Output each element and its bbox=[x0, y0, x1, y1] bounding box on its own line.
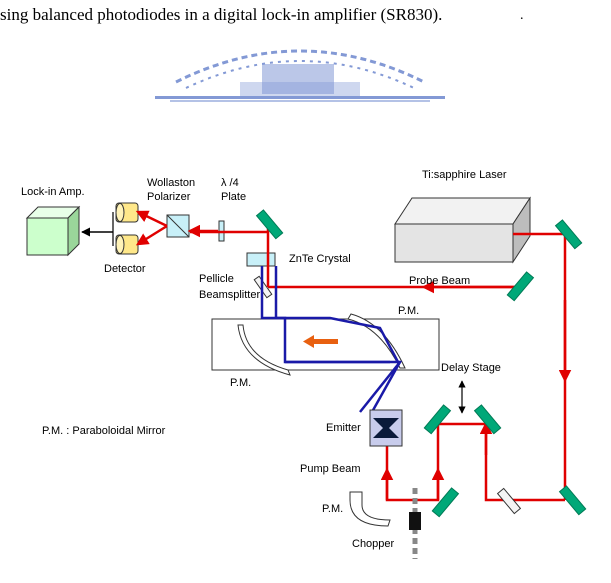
pm-top-label: P.M. bbox=[398, 305, 419, 317]
balanced-detectors bbox=[112, 202, 139, 255]
pm-legend: P.M. : Paraboloidal Mirror bbox=[42, 425, 166, 437]
laser-label: Ti:sapphire Laser bbox=[422, 169, 507, 181]
caption-text: sing balanced photodiodes in a digital l… bbox=[0, 5, 443, 24]
emitter-label: Emitter bbox=[326, 422, 361, 434]
pellicle-label-line1: Pellicle bbox=[199, 273, 234, 285]
znte-crystal bbox=[246, 252, 276, 267]
paraboloidal-mirror-left bbox=[237, 324, 291, 376]
delay-stage-label: Delay Stage bbox=[441, 362, 501, 374]
thz-beam-path bbox=[260, 266, 403, 413]
emitter bbox=[369, 409, 403, 447]
pump-beam-label: Pump Beam bbox=[300, 463, 361, 475]
wollaston-label-line2: Polarizer bbox=[147, 191, 191, 203]
lambda-label-line2: Plate bbox=[221, 191, 246, 203]
wollaston-polarizer bbox=[166, 214, 190, 238]
wollaston-label-line1: Wollaston bbox=[147, 177, 195, 189]
ti-sapphire-laser bbox=[394, 196, 531, 264]
detector-label: Detector bbox=[104, 263, 146, 275]
pm-left-label: P.M. bbox=[230, 377, 251, 389]
caption-trailing-mark: . bbox=[520, 8, 524, 23]
watermark-logo bbox=[155, 49, 445, 102]
lockin-label: Lock-in Amp. bbox=[21, 186, 85, 198]
pump-beam-path bbox=[385, 422, 500, 502]
pump-beamsplitter bbox=[496, 487, 522, 515]
thz-pulse-arrow bbox=[303, 335, 338, 348]
probe-beam-label: Probe Beam bbox=[409, 275, 470, 287]
mirrors bbox=[255, 209, 587, 518]
lambda-label-line1: λ /4 bbox=[221, 177, 239, 189]
pm-bottom-label: P.M. bbox=[322, 503, 343, 515]
znte-label: ZnTe Crystal bbox=[289, 253, 351, 265]
pellicle-label-line2: Beamsplitter bbox=[199, 289, 260, 301]
chopper bbox=[409, 488, 421, 559]
chopper-label: Chopper bbox=[352, 538, 395, 550]
paraboloidal-mirror-bottom bbox=[349, 491, 391, 527]
lockin-amplifier bbox=[25, 205, 81, 257]
